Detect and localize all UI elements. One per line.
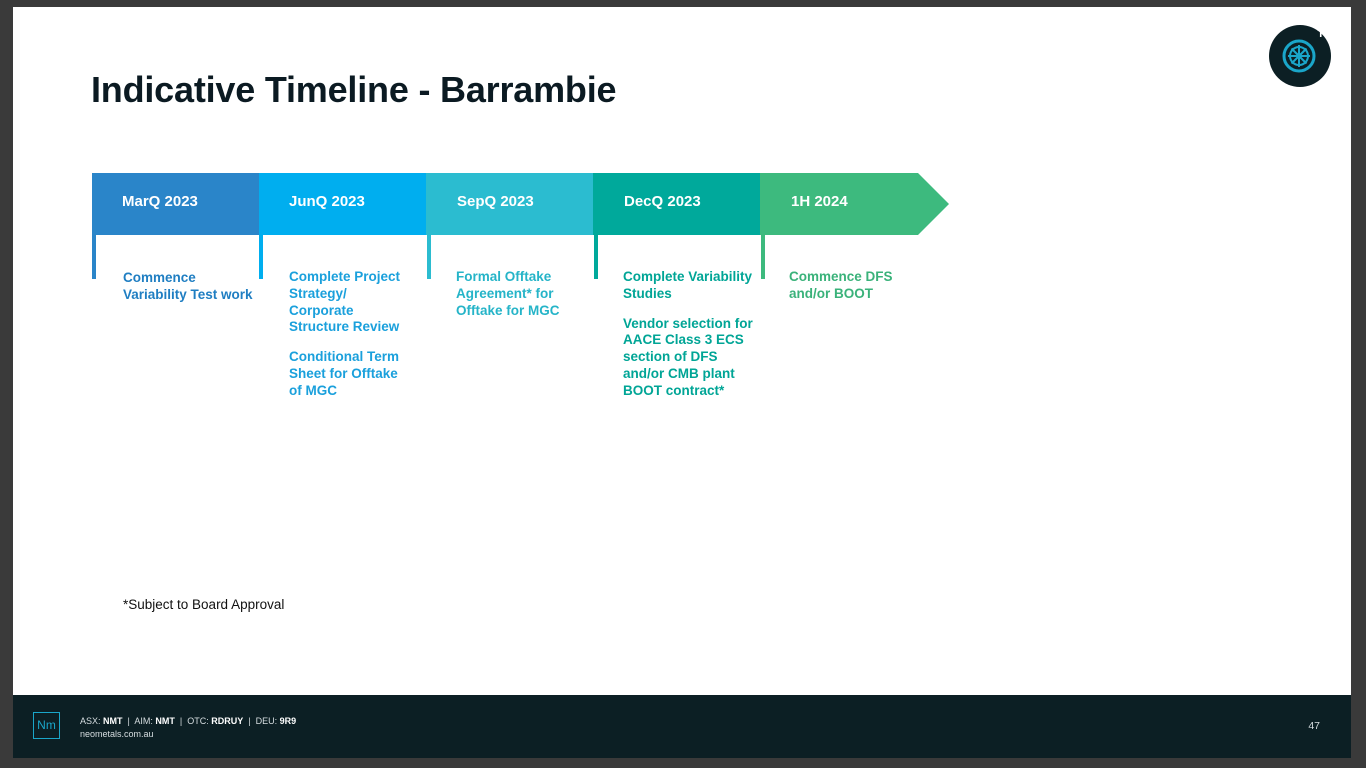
neometals-logo: Nm [33,712,60,739]
element-symbol: Ti [1317,28,1327,40]
milestone: Formal Offtake Agreement* for Offtake fo… [456,269,560,318]
website-link[interactable]: neometals.com.au [80,729,154,739]
page-number: 47 [1308,720,1320,732]
phase-label-3: SepQ 2023 [457,193,534,210]
footer: Nm ASX: NMT | AIM: NMT | OTC: RDRUY | DE… [13,695,1351,758]
milestone: Conditional Term Sheet for Offtake of MG… [289,349,399,398]
phase-items-4: Complete Variability Studies Vendor sele… [623,269,758,413]
phase-items-1: Commence Variability Test work [123,270,253,317]
page-title: Indicative Timeline - Barrambie [91,69,617,110]
milestone: Commence DFS and/or BOOT [789,269,893,301]
milestone: Commence Variability Test work [123,270,253,302]
wheel-icon [1282,39,1316,73]
phase-label-1: MarQ 2023 [122,193,198,210]
phase-marker-4 [594,235,598,279]
ticker-asx: ASX: NMT [80,716,123,726]
ticker-aim: AIM: NMT [134,716,175,726]
milestone: Complete Project Strategy/ Corporate Str… [289,269,401,335]
phase-band-2 [259,173,427,235]
phase-items-3: Formal Offtake Agreement* for Offtake fo… [456,269,574,332]
phase-label-2: JunQ 2023 [289,193,365,210]
ticker-otc: OTC: RDRUY [187,716,244,726]
phase-band-1 [92,173,260,235]
phase-items-5: Commence DFS and/or BOOT [789,269,905,316]
phase-label-4: DecQ 2023 [624,193,701,210]
footnote: *Subject to Board Approval [123,597,285,612]
milestone: Vendor selection for AACE Class 3 ECS se… [623,315,753,398]
phase-marker-2 [259,235,263,279]
phase-label-5: 1H 2024 [791,193,848,210]
phase-marker-5 [761,235,765,279]
milestone: Complete Variability Studies [623,269,753,301]
phase-marker-1 [92,235,96,279]
ticker-info: ASX: NMT | AIM: NMT | OTC: RDRUY | DEU: … [80,716,297,739]
slide: Indicative Timeline - Barrambie Ti MarQ … [13,7,1351,695]
timeline-band [92,173,949,235]
phase-marker-3 [427,235,431,279]
phase-band-3 [426,173,594,235]
phase-band-5 [760,173,949,235]
phase-band-4 [593,173,761,235]
phase-items-2: Complete Project Strategy/ Corporate Str… [289,269,411,413]
ticker-deu: DEU: 9R9 [255,716,297,726]
titanium-badge: Ti [1269,25,1331,87]
